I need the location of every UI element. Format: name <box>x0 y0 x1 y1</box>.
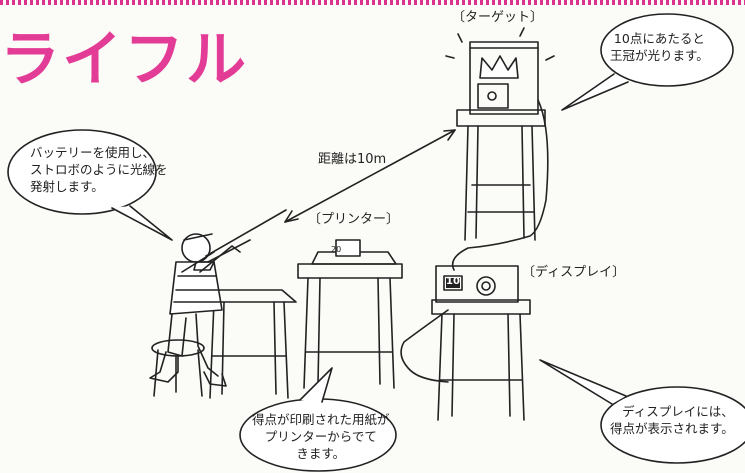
display-label: 〔ディスプレイ〕 <box>522 265 626 280</box>
rifle <box>193 209 287 271</box>
page-title: ライフル <box>0 25 248 95</box>
bubble-display <box>539 359 745 464</box>
target-stand <box>456 109 546 241</box>
printer-label: 〔プリンター〕 <box>308 212 400 227</box>
printer-paper-score: 20 <box>331 245 342 254</box>
shooter <box>149 233 241 387</box>
cable-target-display <box>451 99 549 271</box>
distance-label: 距離は10m <box>318 152 387 167</box>
bubble-printer <box>239 367 397 472</box>
bubble-crown-text: 10点にあたると王冠が光ります。 <box>610 31 709 63</box>
target-box <box>445 27 555 115</box>
decorative-border <box>0 0 745 5</box>
display-score: 10 <box>446 276 460 287</box>
distance-arrow <box>284 129 456 223</box>
bubble-printer-text: 得点が印刷された用紙がプリンターからでてきます。 <box>252 412 390 461</box>
target-label: 〔ターゲット〕 <box>452 10 544 25</box>
display-box <box>435 265 519 303</box>
bubble-battery <box>7 129 173 241</box>
display-stand <box>431 299 531 421</box>
bubble-battery-text: バッテリーを使用し、ストロボのように光線を発射します。 <box>30 145 168 194</box>
bubble-display-text: ディスプレイには、得点が表示されます。 <box>610 404 734 436</box>
bubble-crown <box>561 13 734 111</box>
printer-box <box>311 239 397 265</box>
display-screen <box>446 278 460 288</box>
printer-stand <box>297 263 403 389</box>
cable-display-printer <box>400 309 449 383</box>
